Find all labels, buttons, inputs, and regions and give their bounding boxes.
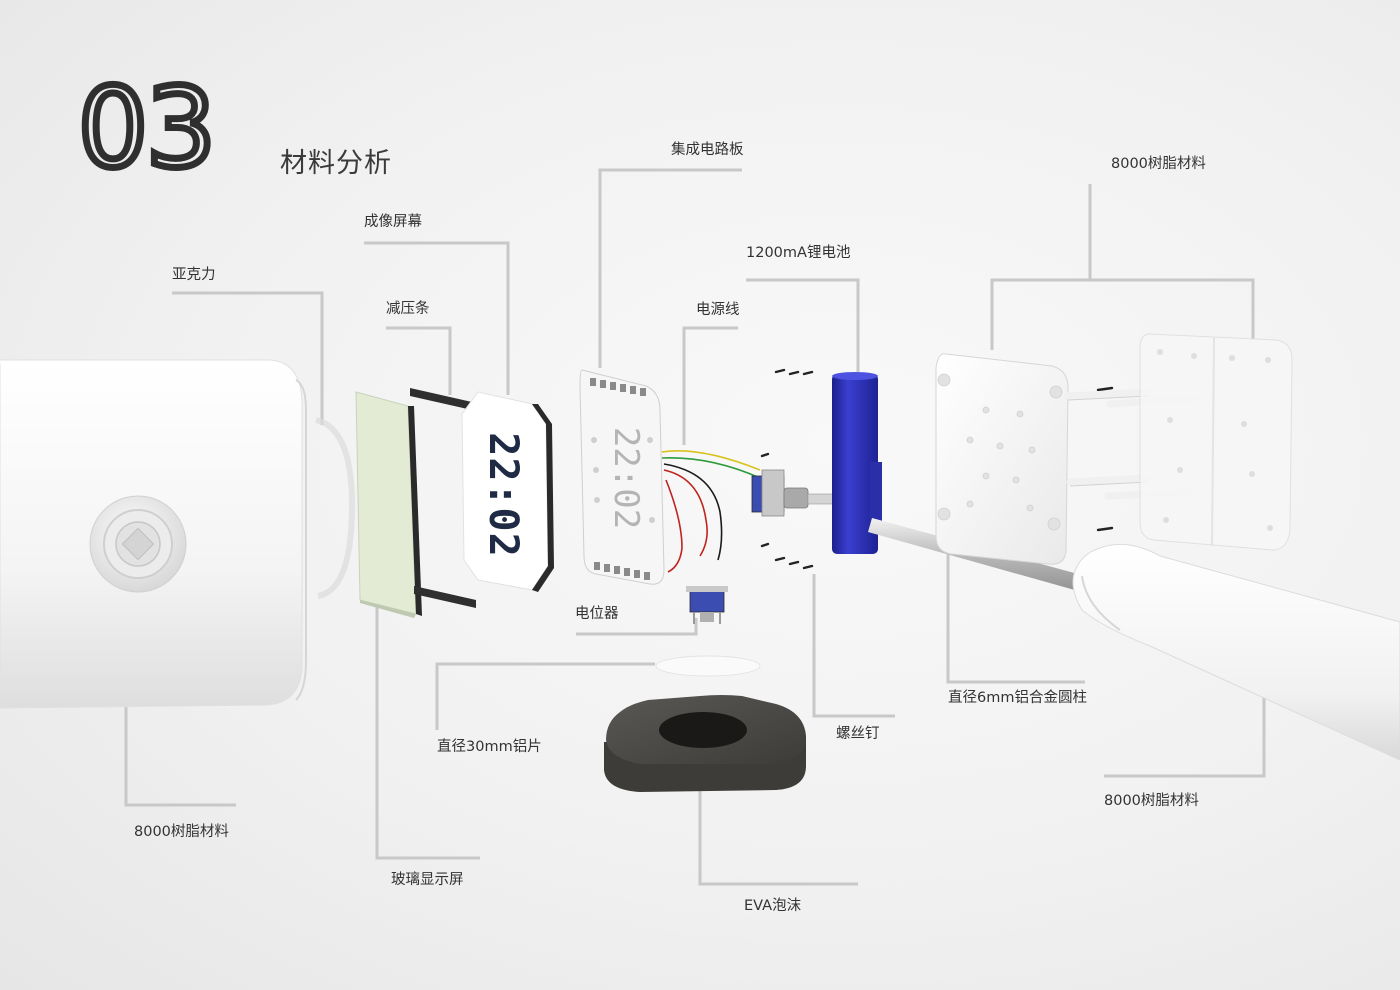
label-acrylic: 亚克力 xyxy=(172,267,216,283)
imaging-screen-digits: 22:02 xyxy=(480,432,526,557)
leader-eva-foam xyxy=(698,790,858,886)
leader-resin-top-right-b xyxy=(1090,278,1255,340)
leader-battery xyxy=(746,278,860,372)
leader-imaging-screen xyxy=(364,241,510,395)
imaging-screen: 22:02 xyxy=(461,391,554,592)
circuit-board: 22:02 xyxy=(579,369,665,585)
label-resin-top-right: 8000树脂材料 xyxy=(1111,156,1206,172)
leader-pressure-strip xyxy=(386,326,452,395)
label-aluminum-rod: 直径6mm铝合金圆柱 xyxy=(948,690,1087,706)
label-resin-left: 8000树脂材料 xyxy=(134,824,229,840)
screws xyxy=(760,368,1114,570)
rear-plate xyxy=(1139,333,1293,551)
leader-power-cable xyxy=(682,326,738,445)
leader-glass-display xyxy=(375,600,480,860)
label-circuit-board: 集成电路板 xyxy=(671,142,744,158)
label-battery: 1200mA锂电池 xyxy=(746,245,851,261)
label-power-cable: 电源线 xyxy=(696,302,740,318)
label-pressure-strip: 减压条 xyxy=(386,301,430,317)
label-resin-bottom-right: 8000树脂材料 xyxy=(1104,793,1199,809)
battery-cell xyxy=(832,372,882,554)
circuit-board-digits: 22:02 xyxy=(606,427,646,529)
leader-acrylic xyxy=(172,291,324,425)
label-screws: 螺丝钉 xyxy=(836,726,880,742)
glass-display-panel xyxy=(355,391,422,618)
label-eva-foam: EVA泡沫 xyxy=(744,898,802,914)
leader-screws xyxy=(812,574,895,718)
leader-resin-left xyxy=(124,698,236,807)
label-glass-display: 玻璃显示屏 xyxy=(391,872,464,888)
aluminum-disc xyxy=(655,655,761,677)
acrylic-ring xyxy=(315,417,356,599)
knob xyxy=(89,495,187,593)
leader-lines xyxy=(124,168,1266,886)
section-title: 材料分析 xyxy=(280,148,392,179)
leader-potentiometer xyxy=(576,618,698,636)
label-potentiometer: 电位器 xyxy=(575,606,619,622)
screwdriver-handle xyxy=(1072,543,1400,761)
leader-circuit-board xyxy=(598,168,742,368)
label-aluminum-disc: 直径30mm铝片 xyxy=(437,739,542,755)
back-plate xyxy=(935,353,1069,565)
power-cable xyxy=(661,450,761,573)
pressure-strips xyxy=(410,388,476,608)
leader-aluminum-rod xyxy=(946,548,1085,684)
leader-aluminum-disc xyxy=(435,662,655,730)
leader-resin-top-right xyxy=(990,184,1092,350)
eva-foam-ring xyxy=(604,695,806,792)
potentiometer-small xyxy=(686,586,728,624)
leader-resin-bottom-right xyxy=(1104,698,1266,778)
svg-text:03: 03 xyxy=(78,72,214,182)
section-number: 03 xyxy=(76,72,219,182)
label-imaging-screen: 成像屏幕 xyxy=(364,214,422,230)
